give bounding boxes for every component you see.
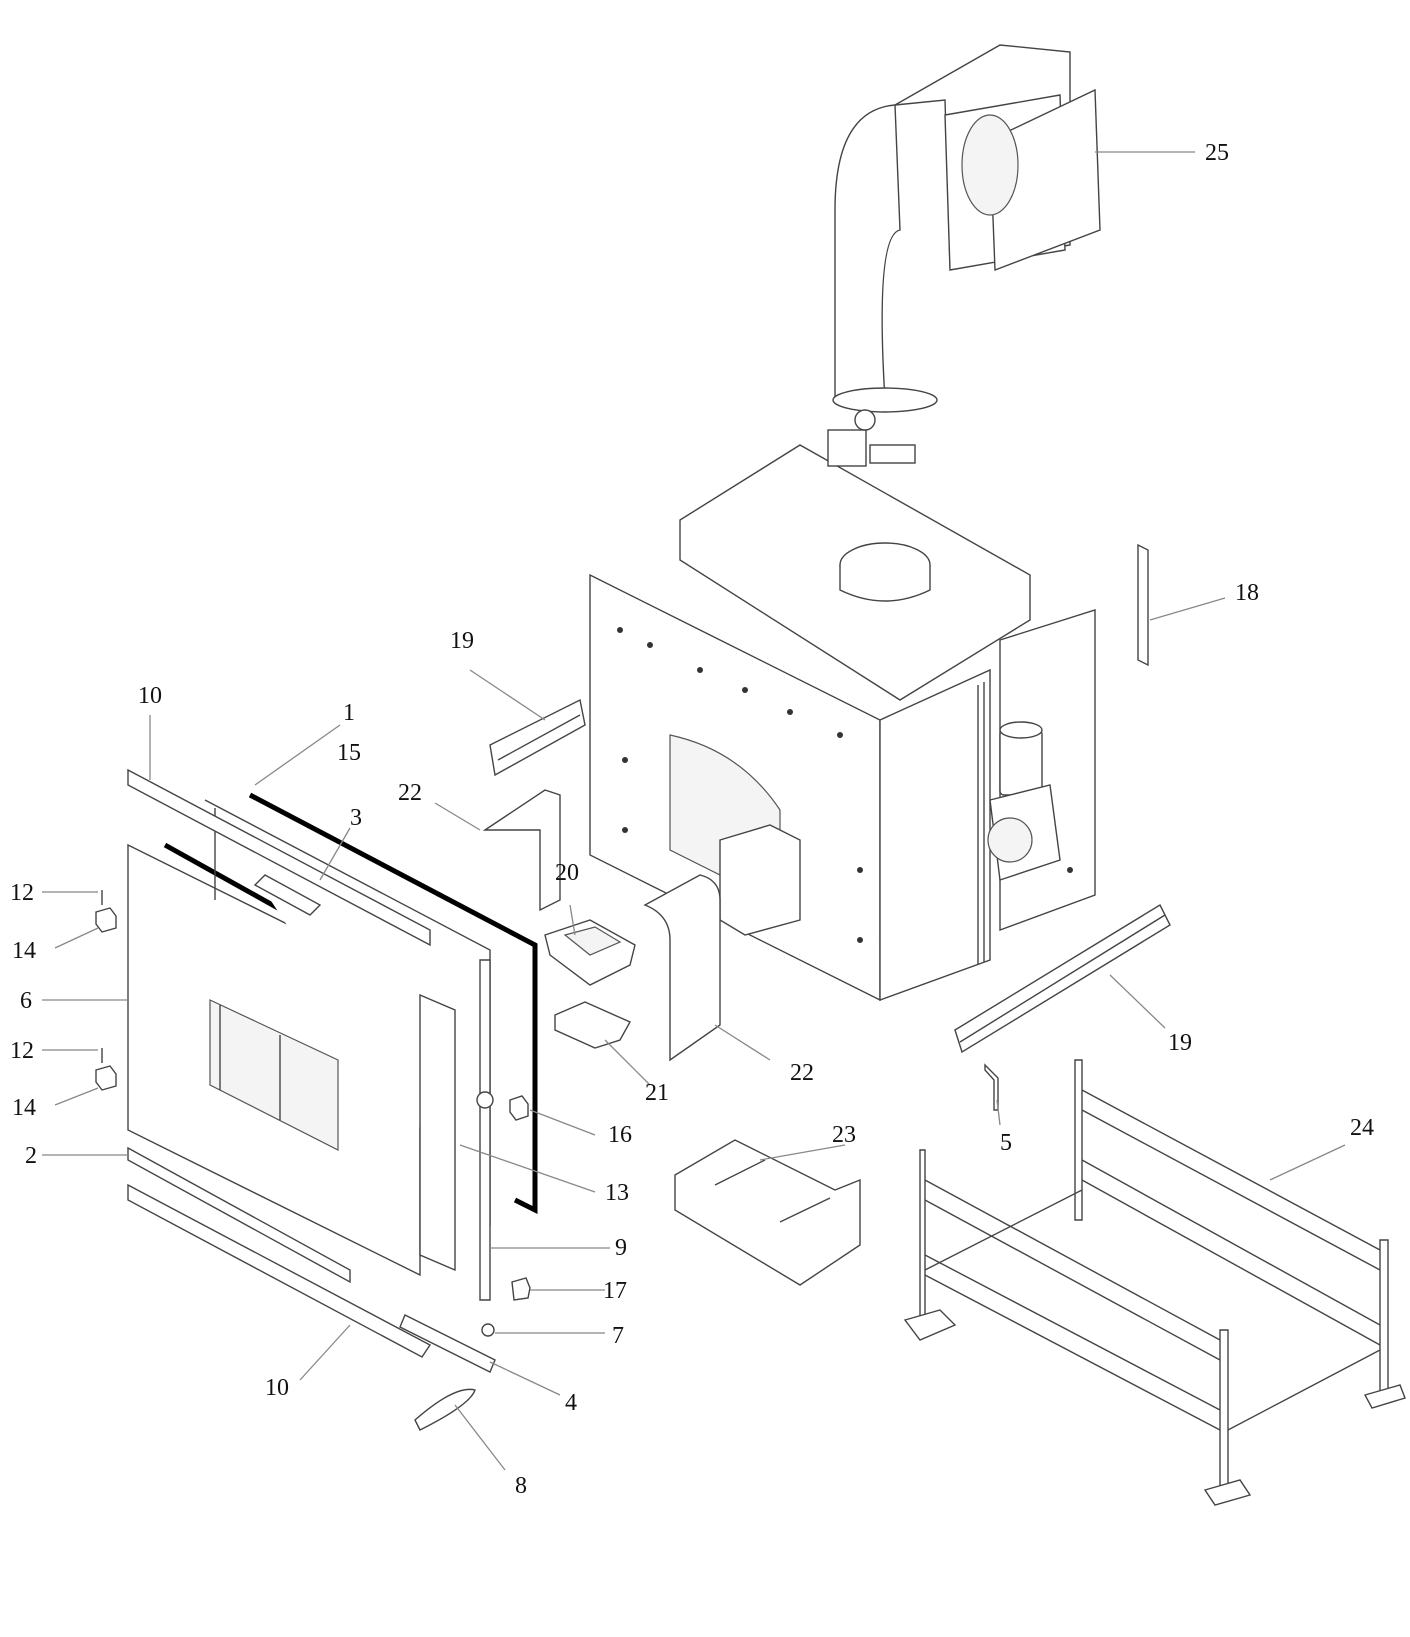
part-23-ash-pan [674, 1139, 861, 1286]
callout-19-upper: 19 [450, 628, 474, 654]
callout-8: 8 [515, 1473, 527, 1499]
callout-labels: 25 18 19 19 10 1 15 22 3 20 12 14 6 12 1… [10, 140, 1374, 1499]
part-3-door-frame [204, 799, 491, 1272]
callout-10-upper: 10 [138, 683, 162, 709]
callout-18: 18 [1235, 580, 1259, 606]
callout-4: 4 [565, 1390, 577, 1416]
callout-20: 20 [555, 860, 579, 886]
part-9-rod [476, 959, 494, 1301]
part-4-bar [399, 1314, 496, 1373]
callout-22-upper: 22 [398, 780, 422, 806]
part-18-bracket [1137, 543, 1149, 667]
callout-14-upper: 14 [12, 938, 36, 964]
callout-25: 25 [1205, 140, 1229, 166]
leader-lines [42, 151, 1346, 1471]
part-8-spring-handle [414, 1388, 476, 1431]
part-10-top-trim [127, 768, 431, 947]
callout-21: 21 [645, 1080, 669, 1106]
part-7-nut [481, 1323, 495, 1337]
main-stove-body [589, 409, 1096, 1002]
callout-12-lower: 12 [10, 1038, 34, 1064]
callout-12-upper: 12 [10, 880, 34, 906]
part-20-brazier [544, 919, 636, 986]
callout-22-lower: 22 [790, 1060, 814, 1086]
callout-19-lower: 19 [1168, 1030, 1192, 1056]
part-14-bracket-lower [95, 1065, 117, 1091]
callout-5: 5 [1000, 1130, 1012, 1156]
part-25-flue-assembly [832, 44, 1101, 413]
callout-16: 16 [608, 1122, 632, 1148]
callout-13: 13 [605, 1180, 629, 1206]
part-22-lower-panel [643, 874, 721, 1062]
part-17-fitting [511, 1277, 531, 1301]
part-19-left-rail [489, 698, 586, 777]
callout-7: 7 [612, 1323, 624, 1349]
callout-1: 1 [343, 700, 355, 726]
part-6-front-panel [127, 843, 421, 1277]
part-14-bracket-upper [95, 907, 117, 933]
part-1-door-gasket [248, 792, 538, 1215]
part-24-support-frame [903, 1059, 1406, 1506]
part-5-pin [984, 1063, 999, 1111]
part-10-bottom-trim [127, 1183, 432, 1358]
callout-3: 3 [350, 805, 362, 831]
callout-2: 2 [25, 1143, 37, 1169]
callout-24: 24 [1350, 1115, 1374, 1141]
part-19-right-rail [954, 904, 1171, 1054]
part-16-fitting [509, 1095, 529, 1121]
part-2-lower-trim [127, 1146, 351, 1284]
callout-23: 23 [832, 1122, 856, 1148]
callout-10-lower: 10 [265, 1375, 289, 1401]
part-21-brazier-gasket [554, 1001, 631, 1049]
callout-9: 9 [615, 1235, 627, 1261]
callout-15: 15 [337, 740, 361, 766]
part-22-upper-panel [482, 789, 561, 912]
callout-6: 6 [20, 988, 32, 1014]
callout-14-lower: 14 [12, 1095, 36, 1121]
callout-17: 17 [603, 1278, 627, 1304]
